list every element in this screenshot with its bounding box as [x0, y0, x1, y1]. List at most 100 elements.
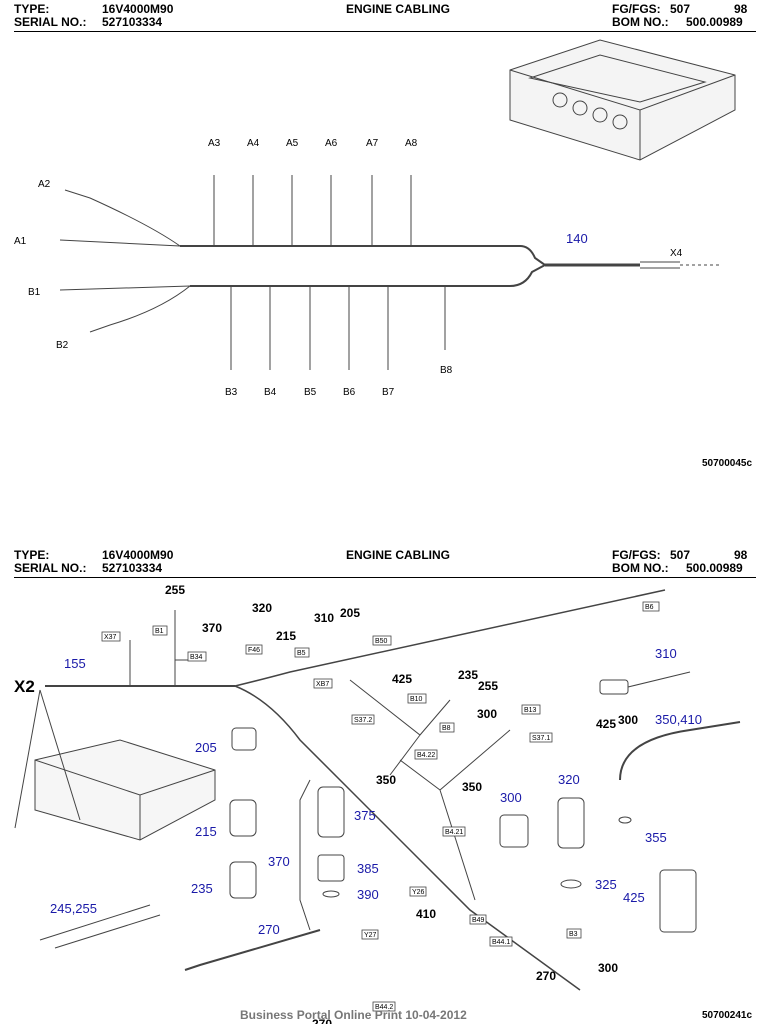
item-310: 310 [655, 646, 677, 661]
fg-value-2: 98 [734, 2, 748, 16]
tag-b1: B1 [155, 628, 164, 635]
item-155: 155 [64, 656, 86, 671]
bom-value: 500.00989 [686, 561, 743, 575]
tag-boxes [101, 601, 660, 1012]
branch-b1: B1 [28, 287, 41, 298]
item-300: 300 [477, 707, 497, 721]
item-270: 270 [312, 1017, 332, 1024]
tag-b50: B50 [375, 638, 388, 645]
tag-y27: Y27 [364, 932, 377, 939]
header-bottom: TYPE: 16V4000M90 SERIAL NO.: 527103334 E… [14, 548, 756, 578]
ecu-unit-icon [34, 739, 216, 841]
connector-x2: X2 [14, 677, 35, 696]
tag-b4-21: B4.21 [445, 829, 463, 836]
serial-value: 527103334 [102, 15, 163, 29]
black-item-labels: 255 370 320 215 310 205 425 235 255 300 … [165, 583, 638, 1024]
serial-value: 527103334 [102, 561, 163, 575]
item-215: 215 [195, 824, 217, 839]
item-300: 300 [500, 790, 522, 805]
branch-a6: A6 [325, 138, 338, 149]
branch-b8: B8 [440, 365, 453, 376]
bom-value: 500.00989 [686, 15, 743, 29]
type-value: 16V4000M90 [102, 548, 174, 562]
footer-print-note: Business Portal Online Print 10-04-2012 [240, 1008, 467, 1022]
fg-value-1: 507 [670, 548, 691, 562]
bom-label: BOM NO.: [612, 561, 669, 575]
item-205: 205 [340, 606, 360, 620]
tag-f46: F46 [248, 647, 260, 654]
type-value: 16V4000M90 [102, 2, 174, 16]
item-270: 270 [536, 969, 556, 983]
branch-a2: A2 [38, 179, 51, 190]
item-235: 235 [191, 881, 213, 896]
branch-b4: B4 [264, 387, 277, 398]
tag-b13: B13 [524, 707, 537, 714]
fg-label: FG/FGS: [612, 548, 661, 562]
branch-b2: B2 [56, 340, 69, 351]
blue-item-labels: X2 155 205 215 235 245,255 270 375 370 3… [14, 646, 702, 937]
fg-value-2: 98 [734, 548, 748, 562]
tag-b6: B6 [645, 604, 654, 611]
drawing-code-2: 50700241c [702, 1010, 753, 1021]
branch-a4: A4 [247, 138, 260, 149]
item-320: 320 [252, 601, 272, 615]
tag-b8: B8 [442, 725, 451, 732]
page-title: ENGINE CABLING [346, 2, 451, 16]
tag-b4-22: B4.22 [417, 752, 435, 759]
type-label: TYPE: [14, 548, 50, 562]
item-425: 425 [392, 672, 412, 686]
drawing-code-1: 50700045c [702, 458, 753, 469]
branch-b5: B5 [304, 387, 317, 398]
tag-b44-1: B44.1 [492, 939, 510, 946]
fg-value-1: 507 [670, 2, 691, 16]
item-425: 425 [623, 890, 645, 905]
tag-x37: X37 [104, 634, 117, 641]
branch-b6: B6 [343, 387, 356, 398]
item-300: 300 [618, 713, 638, 727]
item-215: 215 [276, 629, 296, 643]
branch-a7: A7 [366, 138, 379, 149]
item-255: 255 [478, 679, 498, 693]
item-410: 410 [416, 907, 436, 921]
branch-a8: A8 [405, 138, 418, 149]
tag-s37-1: S37.1 [532, 735, 550, 742]
item-370: 370 [268, 854, 290, 869]
tag-b5: B5 [297, 650, 306, 657]
tag-labels: X37 B1 B34 F46 B5 XB7 B50 B6 S37.2 B10 B… [104, 604, 654, 1011]
item-390: 390 [357, 887, 379, 902]
tag-b49: B49 [472, 917, 485, 924]
branch-a5: A5 [286, 138, 299, 149]
item-235: 235 [458, 668, 478, 682]
page-title: ENGINE CABLING [346, 548, 451, 562]
item-375: 375 [354, 808, 376, 823]
item-270: 270 [258, 922, 280, 937]
item-310: 310 [314, 611, 334, 625]
branch-b7: B7 [382, 387, 395, 398]
tag-b3: B3 [569, 931, 578, 938]
tag-y26: Y26 [412, 889, 425, 896]
item-350-410: 350,410 [655, 712, 702, 727]
item-245-255: 245,255 [50, 901, 97, 916]
bom-label: BOM NO.: [612, 15, 669, 29]
branch-b3: B3 [225, 387, 238, 398]
diagram1-labels: A3 A4 A5 A6 A7 A8 A2 A1 B1 B2 B3 B4 B5 B… [14, 138, 683, 398]
item-385: 385 [357, 861, 379, 876]
header-top: TYPE: 16V4000M90 SERIAL NO.: 527103334 E… [14, 2, 756, 32]
tag-b44-2: B44.2 [375, 1004, 393, 1011]
serial-label: SERIAL NO.: [14, 561, 87, 575]
branch-a1: A1 [14, 236, 27, 247]
fg-label: FG/FGS: [612, 2, 661, 16]
item-350: 350 [376, 773, 396, 787]
header-rule [14, 577, 756, 578]
ecu-unit-icon [509, 39, 736, 161]
tag-b10: B10 [410, 696, 423, 703]
item-355: 355 [645, 830, 667, 845]
item-140: 140 [566, 231, 588, 246]
item-320: 320 [558, 772, 580, 787]
connector-x4: X4 [670, 248, 683, 259]
type-label: TYPE: [14, 2, 50, 16]
item-255: 255 [165, 583, 185, 597]
item-350: 350 [462, 780, 482, 794]
tag-s37-2: S37.2 [354, 717, 372, 724]
